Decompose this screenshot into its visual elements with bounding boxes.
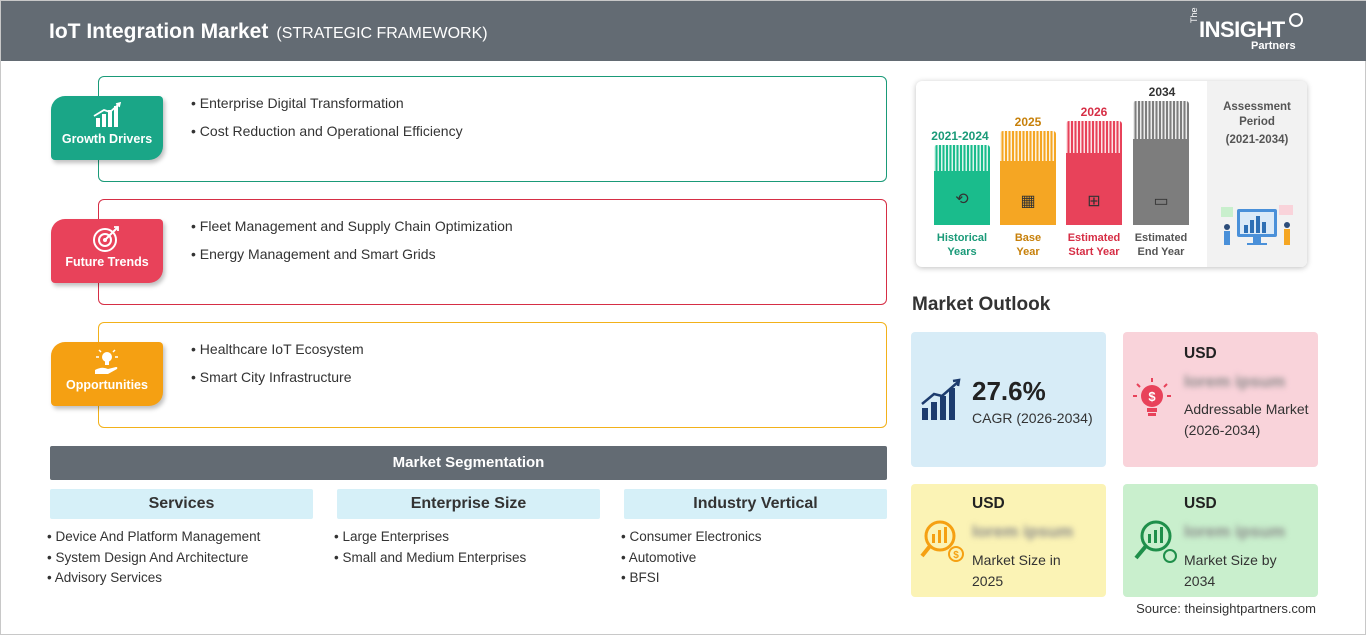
list-item: BFSI xyxy=(621,568,887,589)
size-2025-currency: USD xyxy=(972,495,1005,512)
bar-growth-icon xyxy=(51,101,163,132)
logo-suffix: Partners xyxy=(1251,40,1296,52)
addressable-market-card: $ USD lorem ipsum Addressable Market (20… xyxy=(1123,332,1318,467)
logo-prefix: The xyxy=(1189,7,1199,23)
size-2034-value: lorem ipsum xyxy=(1184,522,1286,541)
logo-ring-icon xyxy=(1289,13,1303,27)
insight-partners-logo: The INSIGHT Partners xyxy=(1189,7,1309,55)
future-trends-box: Fleet Management and Supply Chain Optimi… xyxy=(98,199,887,305)
list-item: Enterprise Digital Transformation xyxy=(191,95,463,111)
analytics-people-icon xyxy=(1221,205,1293,245)
calendar-icon: ▦ xyxy=(1020,193,1036,210)
list-item: Cost Reduction and Operational Efficienc… xyxy=(191,123,463,139)
size-2034-currency: USD xyxy=(1184,495,1217,512)
cagr-growth-icon xyxy=(921,378,961,420)
opportunities-label: Opportunities xyxy=(66,378,148,392)
cagr-value: 27.6% xyxy=(972,376,1046,406)
cagr-label: CAGR (2026-2034) xyxy=(972,410,1093,426)
growth-drivers-badge: Growth Drivers xyxy=(51,96,163,160)
timeline-bar-historical: ⟲ xyxy=(934,145,990,225)
start-chart-icon: ⊞ xyxy=(1087,193,1101,210)
segment-list: Large Enterprises Small and Medium Enter… xyxy=(334,527,600,568)
list-item: Smart City Infrastructure xyxy=(191,369,364,385)
timeline-bar-base: ▦ xyxy=(1000,131,1056,225)
segment-header: Services xyxy=(50,489,313,519)
end-monitor-icon: ▭ xyxy=(1153,193,1169,210)
timeline-year: 2025 xyxy=(1014,115,1042,129)
addressable-currency: USD xyxy=(1184,345,1217,362)
timeline-year: 2026 xyxy=(1080,105,1108,119)
market-outlook-title: Market Outlook xyxy=(912,294,1051,315)
size-2034-label: Market Size by 2034 xyxy=(1184,552,1277,589)
market-size-2034-card: USD lorem ipsum Market Size by 2034 xyxy=(1123,484,1318,597)
future-trends-badge: Future Trends xyxy=(51,219,163,283)
growth-drivers-box: Enterprise Digital Transformation Cost R… xyxy=(98,76,887,182)
assessment-title: Assessment Period xyxy=(1223,101,1291,128)
svg-text:$: $ xyxy=(953,550,959,561)
list-item: Healthcare IoT Ecosystem xyxy=(191,341,364,357)
list-item: Fleet Management and Supply Chain Optimi… xyxy=(191,218,513,234)
list-item: Advisory Services xyxy=(47,568,313,589)
segment-industry-vertical: Industry Vertical Consumer Electronics A… xyxy=(624,489,887,589)
segment-enterprise-size: Enterprise Size Large Enterprises Small … xyxy=(337,489,600,568)
timeline-year: 2021-2024 xyxy=(931,129,989,143)
future-trends-list: Fleet Management and Supply Chain Optimi… xyxy=(191,218,513,274)
timeline-year: 2034 xyxy=(1148,85,1176,99)
timeline-bar-start: ⊞ xyxy=(1066,121,1122,225)
magnifier-chart-icon xyxy=(1134,520,1177,563)
segment-header: Industry Vertical xyxy=(624,489,887,519)
assessment-period-panel: Assessment Period (2021-2034) xyxy=(1207,81,1307,267)
cagr-card: 27.6% CAGR (2026-2034) xyxy=(911,332,1106,467)
money-bulb-icon: $ xyxy=(1133,378,1171,416)
list-item: Large Enterprises xyxy=(334,527,600,548)
market-segmentation-bar: Market Segmentation xyxy=(50,446,887,480)
opportunities-badge: Opportunities xyxy=(51,342,163,406)
growth-drivers-list: Enterprise Digital Transformation Cost R… xyxy=(191,95,463,151)
addressable-label: Addressable Market (2026-2034) xyxy=(1184,401,1309,438)
header-bar: IoT Integration Market (STRATEGIC FRAMEWO… xyxy=(1,1,1366,61)
size-2025-value: lorem ipsum xyxy=(972,522,1074,541)
list-item: Automotive xyxy=(621,548,887,569)
segment-list: Device And Platform Management System De… xyxy=(47,527,313,589)
history-icon: ⟲ xyxy=(955,191,969,208)
segment-services: Services Device And Platform Management … xyxy=(50,489,313,589)
segment-list: Consumer Electronics Automotive BFSI xyxy=(621,527,887,589)
timeline-bar-end: ▭ xyxy=(1133,101,1189,225)
title-text: IoT Integration Market xyxy=(49,20,269,43)
assessment-range: (2021-2034) xyxy=(1225,134,1289,146)
page-subtitle: (STRATEGIC FRAMEWORK) xyxy=(276,25,488,42)
market-size-2025-card: $ USD lorem ipsum Market Size in 2025 xyxy=(911,484,1106,597)
svg-text:$: $ xyxy=(1148,389,1156,404)
opportunities-box: Healthcare IoT Ecosystem Smart City Infr… xyxy=(98,322,887,428)
list-item: Small and Medium Enterprises xyxy=(334,548,600,569)
target-icon xyxy=(51,225,163,255)
addressable-value: lorem ipsum xyxy=(1184,372,1286,391)
opportunities-list: Healthcare IoT Ecosystem Smart City Infr… xyxy=(191,341,364,397)
list-item: Device And Platform Management xyxy=(47,527,313,548)
logo-name: INSIGHT xyxy=(1199,17,1285,42)
list-item: Energy Management and Smart Grids xyxy=(191,246,513,262)
magnifier-chart-icon: $ xyxy=(920,520,964,562)
page-title: IoT Integration Market (STRATEGIC FRAMEWO… xyxy=(49,20,488,44)
idea-hand-icon xyxy=(51,348,163,378)
list-item: Consumer Electronics xyxy=(621,527,887,548)
growth-drivers-label: Growth Drivers xyxy=(61,132,153,146)
source-credit: Source: theinsightpartners.com xyxy=(1136,601,1316,616)
segment-header: Enterprise Size xyxy=(337,489,600,519)
size-2025-label: Market Size in 2025 xyxy=(972,552,1061,589)
future-trends-label: Future Trends xyxy=(65,255,149,269)
list-item: System Design And Architecture xyxy=(47,548,313,569)
